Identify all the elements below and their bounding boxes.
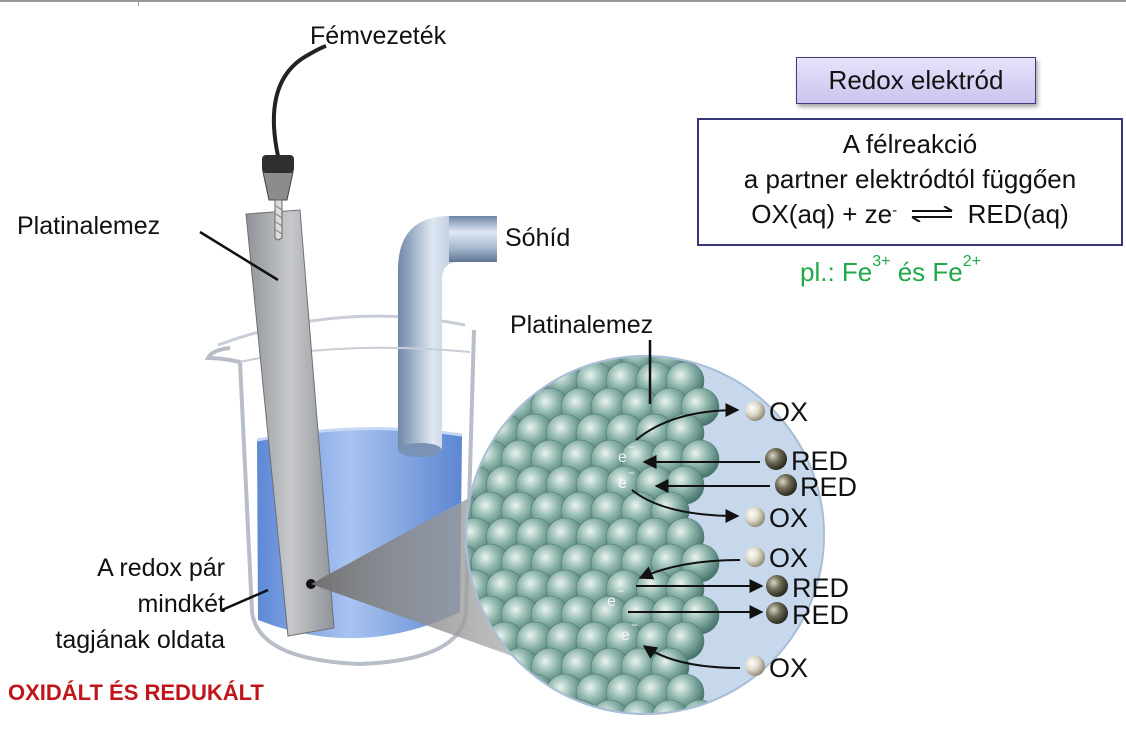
platinum-atom [516,726,554,738]
red-ball-2 [775,474,797,496]
equation-left: OX(aq) + ze [751,199,893,229]
ox-ball-4 [745,656,765,676]
ox-ball-3 [745,547,765,567]
label-zoom-platinum-plate: Platinalemez [510,311,654,339]
platinum-atom [470,387,510,427]
ox-ball-1 [745,401,765,421]
arrow-to-ox-2 [631,489,740,523]
platinum-atom [467,673,495,713]
svg-text:−: − [628,440,635,454]
platinum-atom [546,726,584,738]
platinum-atom [467,647,480,687]
species-red-3: RED [792,573,849,603]
ox-ball-2 [745,507,765,527]
electron-labels: e e e e − − − − [607,440,638,644]
platinum-atom [470,647,510,687]
svg-text:−: − [628,466,635,480]
platinum-atom [486,726,524,738]
example-middle: és Fe [890,257,963,287]
species-ox-1: OX [769,397,808,427]
platinum-atom [485,361,525,401]
electron-label-3: e [607,593,616,610]
top-divider-line [0,0,1126,2]
platinum-atom [500,699,540,713]
platinum-atom [606,726,644,738]
equation-charge: - [892,202,898,219]
beaker-glass [204,329,476,667]
species-ox-2: OX [769,503,808,533]
arrow-from-ox-3 [638,559,741,580]
red-ball-4 [766,602,788,624]
platinum-atom [530,357,570,375]
platinum-atom [500,357,540,375]
salt-bridge-pipe [398,216,497,450]
platinum-atom [650,699,690,713]
arrow-to-ox-1 [635,403,740,441]
platinum-atom [515,673,555,713]
example-sup-1: 3+ [872,253,891,270]
platinum-atom [576,726,614,738]
species-labels: OX RED RED OX OX RED RED OX [769,397,857,683]
platinum-atom [467,361,495,401]
electron-label-1: e [618,449,627,466]
label-solution-line1: A redox pár [97,554,225,582]
label-oxidized-reduced: OXIDÁLT ÉS REDUKÁLT [8,680,264,705]
platinum-atom-lattice [456,357,720,738]
species-red-4: RED [792,600,849,630]
red-ball-3 [766,575,788,597]
title-box: Redox elektród [796,57,1036,104]
label-metal-wire: Fémvezeték [310,22,447,50]
platinum-atom [470,699,510,713]
platinum-atom [467,699,480,713]
species-red-1: RED [791,446,848,476]
platinum-atom [636,726,674,738]
example-text: pl.: Fe3+ és Fe2+ [800,253,981,288]
info-line-1: A félreakció [842,129,978,159]
electron-label-4: e [621,627,630,644]
label-solution-line2: mindkét [137,590,225,618]
label-platinum-plate: Platinalemez [17,212,161,240]
example-sup-2: 2+ [962,253,981,270]
svg-text:−: − [617,584,624,598]
platinum-atom [666,726,704,738]
electron-label-2: e [618,475,627,492]
electrode-clamp [262,155,294,173]
species-ox-3: OX [769,543,808,573]
reaction-arrows [628,403,770,669]
platinum-atom [530,699,570,713]
platinum-atom [590,699,630,713]
species-red-2: RED [800,472,857,502]
half-reaction-box: A félreakció a partner elektródtól függő… [697,118,1123,246]
platinum-atom [620,699,660,713]
equation-right: RED(aq) [967,199,1069,229]
label-solution-line3: tagjának oldata [55,626,225,654]
title-text: Redox elektród [828,65,1004,95]
leader-line-solution [221,588,269,612]
example-prefix: pl.: Fe [800,257,873,287]
equilibrium-arrow-icon [911,206,953,223]
svg-text:−: − [631,618,638,632]
top-divider-tick [138,0,139,6]
info-line-2: a partner elektródtól függően [743,164,1077,194]
platinum-atom [470,357,510,375]
red-ball-1 [765,448,787,470]
platinum-atom [456,726,494,738]
species-ox-4: OX [769,653,808,683]
leader-line-plate [199,230,279,282]
metal-wire [271,44,327,157]
info-equation: OX(aq) + ze- RED(aq) [699,197,1121,232]
arrow-from-ox-4 [642,645,741,669]
label-salt-bridge: Sóhíd [505,224,571,252]
platinum-atom [485,673,525,713]
